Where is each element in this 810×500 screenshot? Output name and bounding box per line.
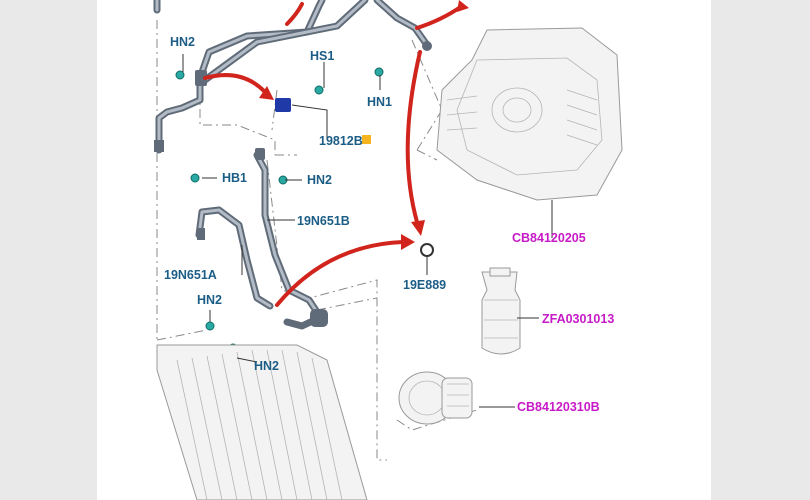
small-parts xyxy=(175,67,434,353)
label-19812b: 19812B xyxy=(319,134,363,148)
arrow-to-sensor xyxy=(203,73,267,94)
arrow-from-hose xyxy=(275,240,405,307)
label-hn2-mid: HN2 xyxy=(307,173,332,187)
o-ring-icon xyxy=(420,243,434,257)
condenser-drawing xyxy=(156,344,368,500)
pressure-sensor-icon xyxy=(275,98,291,112)
hvac-unit-drawing xyxy=(436,27,623,201)
label-hb1: HB1 xyxy=(222,171,247,185)
label-19n651a: 19N651A xyxy=(164,268,217,282)
arrow-top-left xyxy=(285,2,304,26)
label-hn2-low2: HN2 xyxy=(254,359,279,373)
arrow-top-right xyxy=(415,4,464,30)
label-19n651b: 19N651B xyxy=(297,214,350,228)
arrow-to-oring xyxy=(405,50,422,224)
refrigerant-lines xyxy=(153,0,432,330)
label-hn1: HN1 xyxy=(367,95,392,109)
label-refrigerant-bottle: ZFA0301013 xyxy=(542,312,614,326)
diagram-canvas: HN2 HS1 HN1 19812B HB1 HN2 19N651B 19N65… xyxy=(153,0,623,500)
label-hn2-low1: HN2 xyxy=(197,293,222,307)
label-hn2-top: HN2 xyxy=(170,35,195,49)
label-compressor: CB84120310B xyxy=(517,400,600,414)
leader-lines xyxy=(182,54,553,408)
label-hvac-unit: CB84120205 xyxy=(512,231,586,245)
label-19e889: 19E889 xyxy=(403,278,446,292)
compressor-drawing xyxy=(398,371,473,425)
label-hs1: HS1 xyxy=(310,49,334,63)
refrigerant-bottle-drawing xyxy=(481,267,521,355)
parts-diagram: HN2 HS1 HN1 19812B HB1 HN2 19N651B 19N65… xyxy=(97,0,711,500)
flow-arrows xyxy=(203,0,469,307)
new-part-marker xyxy=(362,135,371,144)
